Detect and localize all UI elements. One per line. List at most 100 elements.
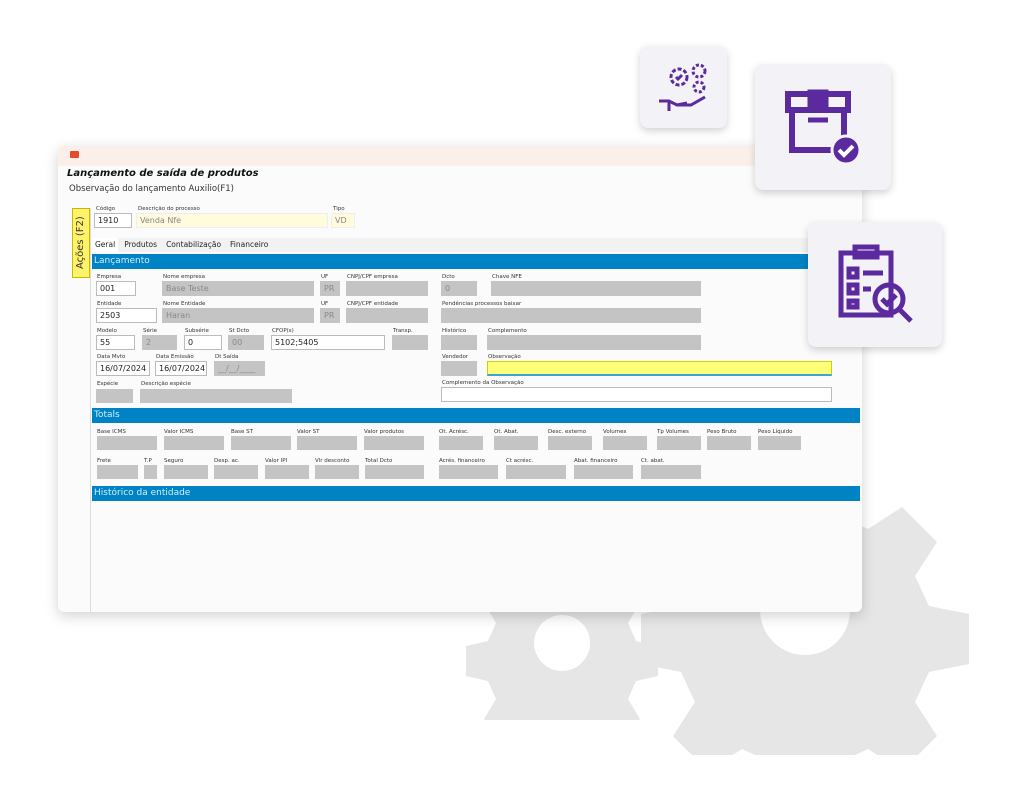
tab-geral[interactable]: Geral [92,238,119,252]
observacao-label: Observação [488,354,521,360]
totals-field-label: Desc. externo [548,429,587,435]
nome-entidade-label: Nome Entidade [163,301,206,307]
modelo-input[interactable]: 55 [96,335,135,350]
totals-field-label: Desp. ac. [214,458,240,464]
data-emissao-label: Data Emissão [156,354,194,360]
serie-input: 2 [142,335,177,350]
stdcto-input: 00 [228,335,264,350]
cnpj-entidade-input [346,308,428,323]
nome-empresa-label: Nome empresa [163,274,205,280]
desc-especie-label: Descrição espécie [141,381,191,387]
totals-field-input [265,465,309,479]
descricao-input[interactable]: Venda Nfe [136,213,328,228]
totals-field-input [506,465,566,479]
app-icon [70,151,79,158]
totals-field-label: Seguro [164,458,184,464]
divider [90,208,91,612]
tab-produtos[interactable]: Produtos [124,240,158,249]
totals-field-label: Valor produtos [364,429,404,435]
uf-entidade-input: PR [320,308,340,323]
nome-empresa-input: Base Teste [162,281,314,296]
tab-bar: Geral Produtos Contabilização Financeiro [92,238,862,252]
subserie-input[interactable]: 0 [184,335,222,350]
tab-financeiro[interactable]: Financeiro [230,240,269,249]
dcto-input: 0 [441,281,477,296]
totals-field-input [439,465,498,479]
complemento-label: Complemento [488,328,527,334]
especie-input [96,389,133,403]
codigo-label: Código [96,206,116,212]
tab-contabilizacao[interactable]: Contabilização [166,240,222,249]
window-title: Lançamento de saída de produtos [67,168,259,179]
cnpj-empresa-label: CNPJ/CPF empresa [347,274,398,280]
totals-field-label: Tp Volumes [657,429,689,435]
totals-field-input [315,465,359,479]
cfop-label: CFOP(s) [272,328,294,334]
totals-field-input [364,436,424,450]
tipo-input[interactable]: VD [331,213,355,228]
modelo-label: Modelo [97,328,117,334]
data-mvto-input[interactable]: 16/07/2024 [96,361,150,376]
historico-input [441,335,477,350]
totals-field-label: Peso Líquido [758,429,793,435]
totals-field-label: Peso Bruto [707,429,737,435]
entidade-input[interactable]: 2503 [96,308,157,323]
descricao-label: Descrição do processo [138,206,200,212]
transp-input [392,335,428,350]
especie-label: Espécie [97,381,119,387]
uf-empresa-input: PR [320,281,340,296]
settings-hand-card [640,46,727,128]
compl-obs-input[interactable] [441,387,832,402]
totals-field-input [231,436,291,450]
totals-field-input [758,436,801,450]
dcto-label: Dcto [442,274,455,280]
totals-field-label: Base ST [231,429,253,435]
observacao-input[interactable] [487,361,832,376]
totals-field-label: Valor ICMS [164,429,194,435]
totals-field-input [297,436,357,450]
totals-field-label: Valor IPI [265,458,288,464]
totals-field-label: Base ICMS [97,429,126,435]
pendencias-input [441,308,701,323]
vendedor-input [441,361,477,376]
chave-nfe-input [491,281,701,296]
totals-field-label: Acrés. financeiro [439,458,485,464]
vendedor-label: Vendedor [442,354,469,360]
uf-entidade-label: UF [321,301,329,307]
totals-field-input [707,436,751,450]
chave-nfe-label: Chave NFE [492,274,522,280]
gears-hand-icon [658,63,706,111]
totals-field-input [641,465,701,479]
totals-field-input [164,436,224,450]
section-totais: Totals [92,408,860,423]
nome-entidade-input: Haran [162,308,314,323]
totals-field-label: Abat. financeiro [574,458,618,464]
actions-tab[interactable]: Ações (F2) [72,208,90,278]
help-link[interactable]: Observação do lançamento Auxilio(F1) [69,184,234,194]
pendencias-label: Pendências processos baixar [442,301,522,307]
totals-field-label: Ot. Abat. [494,429,519,435]
desc-especie-input [140,389,292,403]
totals-field-input [365,465,424,479]
totals-field-input [439,436,483,450]
empresa-input[interactable]: 001 [96,281,136,296]
totals-field-input [144,465,157,479]
totals-field-label: Ct acrésc. [506,458,534,464]
serie-label: Série [143,328,158,334]
totals-field-input [164,465,208,479]
totals-field-input [214,465,258,479]
dt-saida-label: Dt Saída [215,354,239,360]
totals-field-label: Ot. Acrésc. [439,429,469,435]
totals-field-label: Ct. abat. [641,458,665,464]
totals-field-input [494,436,538,450]
cfop-input[interactable]: 5102;5405 [271,335,385,350]
section-historico: Histórico da entidade [92,486,860,501]
data-emissao-input[interactable]: 16/07/2024 [155,361,207,376]
uf-empresa-label: UF [321,274,329,280]
totals-field-input [97,465,138,479]
codigo-input[interactable]: 1910 [94,213,132,228]
box-check-card [755,64,891,190]
subserie-label: Subsérie [185,328,209,334]
checklist-search-icon [838,244,913,323]
totals-field-input [97,436,157,450]
